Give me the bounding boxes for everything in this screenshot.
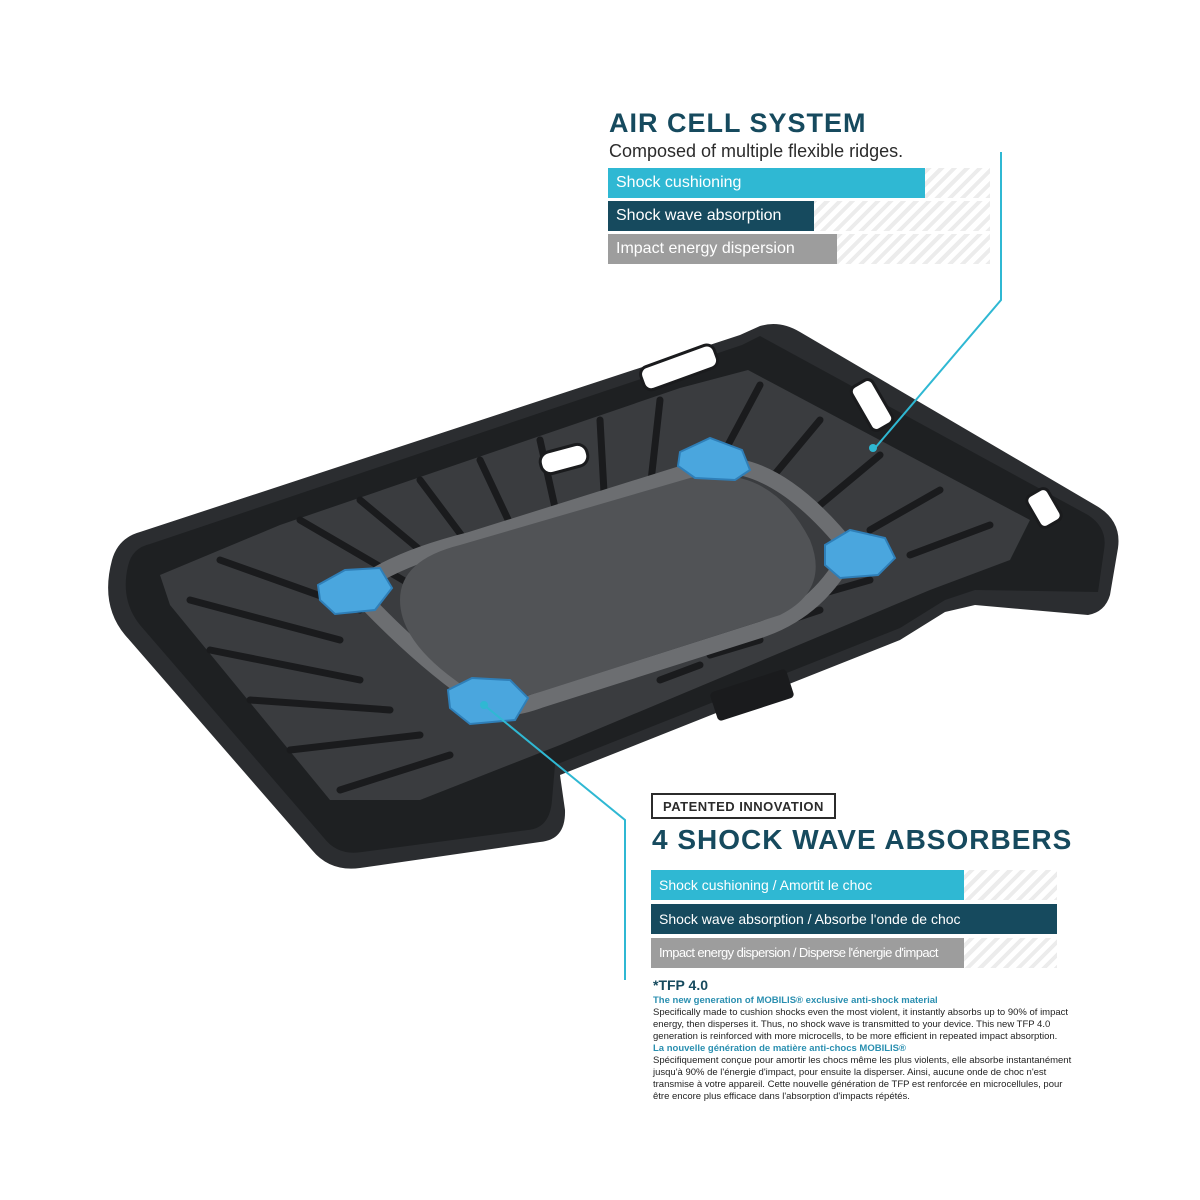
tfp-fr-heading: La nouvelle génération de matière anti-c… — [653, 1043, 906, 1054]
patented-innovation-badge: PATENTED INNOVATION — [651, 793, 836, 819]
air-bar-shock-wave-absorption: Shock wave absorption — [608, 201, 990, 231]
air-cell-callout-dot — [869, 444, 877, 452]
air-cell-callout-line — [874, 152, 1002, 449]
tfp-description: *TFP 4.0 The new generation of MOBILIS® … — [653, 977, 1073, 1103]
air-bar-shock-cushioning: Shock cushioning — [608, 168, 990, 198]
absorber-callout-dot — [480, 701, 488, 709]
air-bar-impact-energy-dispersion: Impact energy dispersion — [608, 234, 990, 264]
tfp-title: *TFP 4.0 — [653, 977, 708, 993]
absorber-bottom — [446, 676, 530, 726]
absorber-top — [676, 436, 752, 482]
absorbers-title: 4 SHOCK WAVE ABSORBERS — [652, 824, 1073, 855]
case-clip — [710, 669, 794, 721]
bar-fill-label: Shock wave absorption — [608, 201, 814, 231]
absorber-callout-line — [483, 704, 626, 980]
bar-fill-label: Impact energy dispersion / Disperse l'én… — [651, 938, 964, 968]
absorbers-bar-shock-cushioning: Shock cushioning / Amortit le choc — [651, 870, 1057, 900]
central-pad — [400, 475, 816, 698]
tfp-en-heading: The new generation of MOBILIS® exclusive… — [653, 995, 938, 1006]
bar-fill-label: Shock wave absorption / Absorbe l'onde d… — [651, 904, 1057, 934]
bar-fill-label: Shock cushioning / Amortit le choc — [651, 870, 964, 900]
bar-fill-label: Shock cushioning — [608, 168, 925, 198]
air-cell-title: AIR CELL SYSTEM — [609, 108, 867, 138]
case-cutouts — [538, 343, 1063, 529]
shock-absorber-pads — [316, 436, 897, 726]
absorber-left — [316, 566, 394, 616]
tfp-fr-body: Spécifiquement conçue pour amortir les c… — [653, 1055, 1072, 1102]
absorbers-bar-impact-energy-dispersion: Impact energy dispersion / Disperse l'én… — [651, 938, 1057, 968]
absorbers-bar-shock-wave-absorption: Shock wave absorption / Absorbe l'onde d… — [651, 904, 1057, 934]
air-cell-subtitle: Composed of multiple flexible ridges. — [609, 141, 904, 161]
bar-fill-label: Impact energy dispersion — [608, 234, 837, 264]
tfp-en-body: Specifically made to cushion shocks even… — [653, 1007, 1069, 1042]
absorber-right — [824, 528, 897, 580]
